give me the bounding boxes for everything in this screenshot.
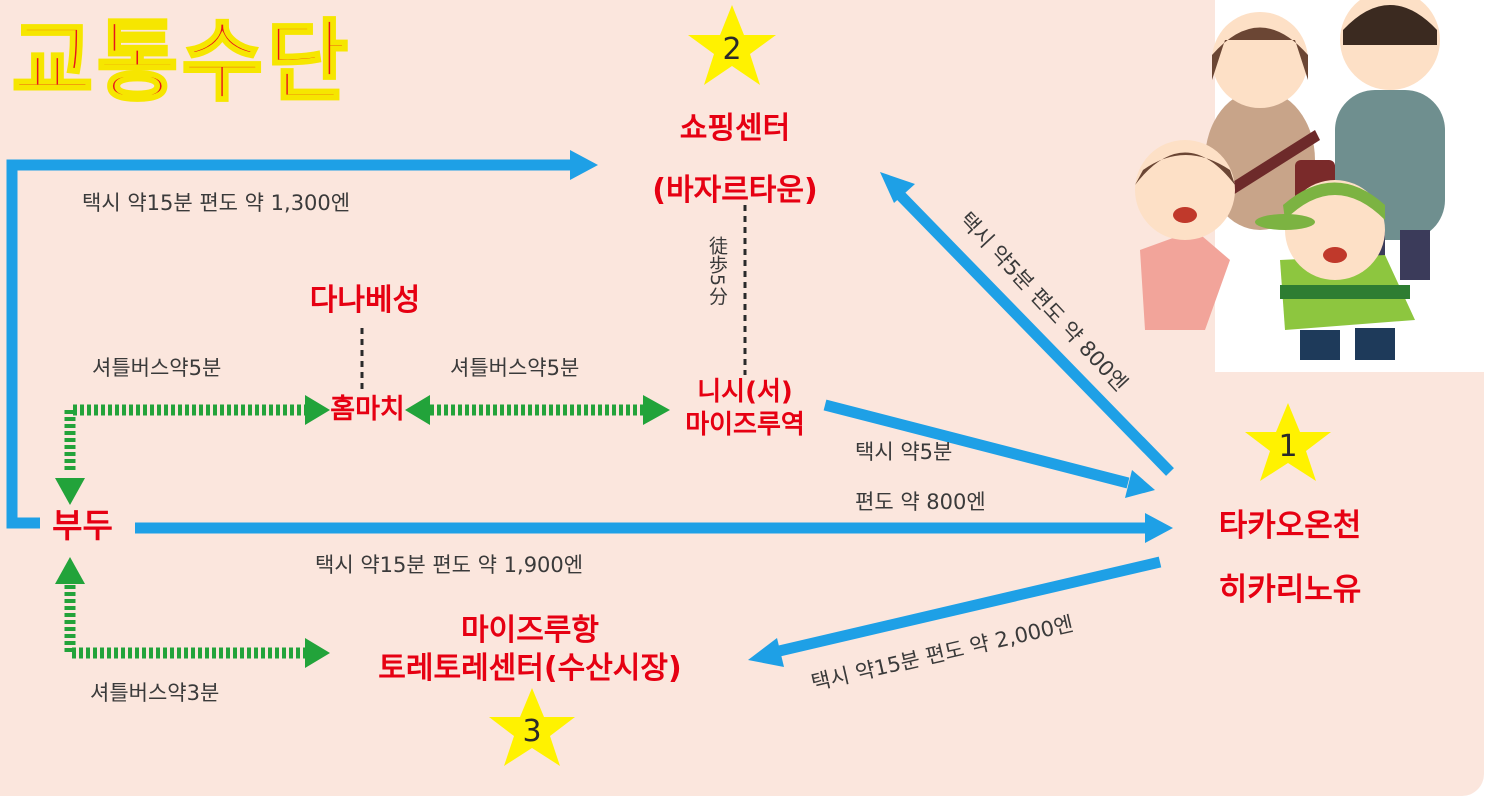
node-nishi-station-line2: 마이즈루역 xyxy=(685,409,805,440)
star-icon xyxy=(1245,403,1331,481)
route-shuttle-budu-port: 셔틀버스약3분 xyxy=(90,681,220,705)
star-onsen xyxy=(1245,403,1331,481)
route-walk-text: 徒歩5分 xyxy=(705,236,728,306)
node-takao-line2: 히카리노유 xyxy=(1218,572,1362,608)
node-takao-line1: 타카오온천 xyxy=(1218,508,1362,544)
node-port-line2: 토레토레센터(수산시장) xyxy=(378,650,682,686)
star-shopping xyxy=(688,5,776,85)
node-nishi-station: 니시(서) 마이즈루역 xyxy=(670,376,820,441)
node-nishi-station-line1: 니시(서) xyxy=(697,377,793,407)
route-budu-shopping: 택시 약15분 편도 약 1,300엔 xyxy=(82,191,351,215)
arrow-onsen-shopping xyxy=(896,191,1174,476)
node-takao-onsen: 타카오온천 히카리노유 xyxy=(1190,494,1390,622)
star-number-onsen: 1 xyxy=(1278,429,1297,464)
arrow-budu-shopping xyxy=(6,159,570,529)
shuttle-budu-homachi xyxy=(64,404,305,470)
node-shopping-center-line1: 쇼핑센터 xyxy=(679,111,791,146)
star-number-port: 3 xyxy=(522,714,541,749)
family-illustration xyxy=(1135,0,1485,372)
route-nishi-onsen-line2: 편도 약 800엔 xyxy=(855,490,986,514)
route-nishi-onsen-line1: 택시 약5분 xyxy=(855,440,953,464)
page-title: 교통수단 xyxy=(11,10,352,113)
star-port xyxy=(489,688,575,766)
route-shuttle-budu-homachi: 셔틀버스약5분 xyxy=(92,356,222,380)
arrow-onsen-port xyxy=(773,556,1162,658)
arrow-nishi-onsen xyxy=(823,399,1130,489)
route-walk-nishi-shopping: 徒歩5分 xyxy=(704,236,728,310)
node-shopping-center-line2: (바자르타운) xyxy=(652,173,818,208)
route-budu-onsen: 택시 약15분 편도 약 1,900엔 xyxy=(315,553,584,577)
node-homachi: 홈마치 xyxy=(330,394,405,425)
node-port-line1: 마이즈루항 xyxy=(461,613,599,648)
shuttle-budu-port xyxy=(64,585,305,659)
star-number-shopping: 2 xyxy=(722,32,741,67)
node-danabe-castle: 다나베성 xyxy=(309,283,421,318)
node-shopping-center: 쇼핑센터 (바자르타운) xyxy=(620,98,850,222)
star-icon xyxy=(489,688,575,766)
route-shuttle-homachi-nishi: 셔틀버스약5분 xyxy=(450,356,580,380)
node-maizuru-port: 마이즈루항 토레토레센터(수산시장) xyxy=(335,612,725,687)
node-budu: 부두 xyxy=(52,506,113,545)
star-icon xyxy=(688,5,776,85)
